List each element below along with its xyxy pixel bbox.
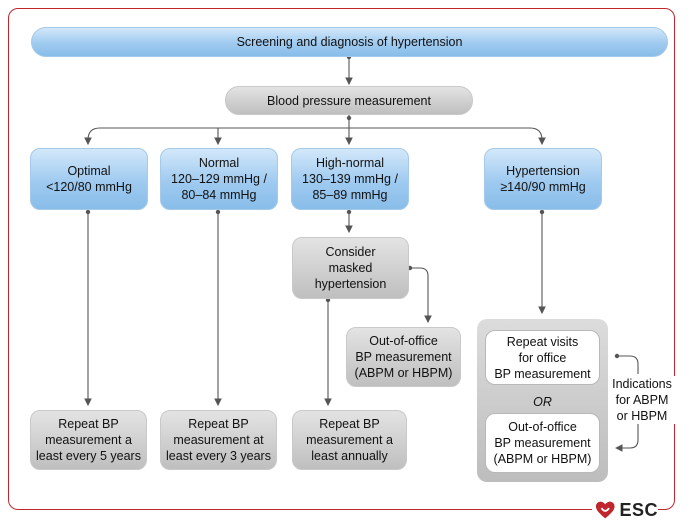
bp-measurement-label: Blood pressure measurement [267,93,431,108]
indications-label: Indications for ABPM or HBPM [608,376,676,424]
category-optimal: Optimal <120/80 mmHg [30,148,148,210]
bp-measurement-box: Blood pressure measurement [225,86,473,115]
category-normal: Normal 120–129 mmHg / 80–84 mmHg [160,148,278,210]
repeat-optimal-label: Repeat BP measurement a least every 5 ye… [36,417,141,463]
category-hypertension: Hypertension ≥140/90 mmHg [484,148,602,210]
repeat-normal-label: Repeat BP measurement at least every 3 y… [166,417,271,463]
repeat-visits-box: Repeat visits for office BP measurement [485,330,600,385]
repeat-optimal-box: Repeat BP measurement a least every 5 ye… [30,410,147,470]
heart-icon [595,501,615,519]
category-optimal-label: Optimal <120/80 mmHg [46,164,132,194]
diagram-frame [8,8,675,510]
esc-logo: ESC [592,498,658,522]
out-of-office-group-box: Out-of-office BP measurement (ABPM or HB… [485,413,600,473]
logo-text: ESC [619,499,658,520]
repeat-normal-box: Repeat BP measurement at least every 3 y… [160,410,277,470]
masked-hypertension-box: Consider masked hypertension [292,237,409,299]
repeat-high-normal-label: Repeat BP measurement a least annually [306,417,393,463]
masked-hypertension-label: Consider masked hypertension [314,245,387,291]
or-label: OR [533,395,552,409]
out-of-office-group-label: Out-of-office BP measurement (ABPM or HB… [493,420,592,466]
title-bar: Screening and diagnosis of hypertension [31,27,668,57]
category-normal-label: Normal 120–129 mmHg / 80–84 mmHg [171,156,267,202]
category-hypertension-label: Hypertension ≥140/90 mmHg [500,164,586,194]
repeat-high-normal-box: Repeat BP measurement a least annually [292,410,407,470]
title-text: Screening and diagnosis of hypertension [236,35,463,49]
out-of-office-label: Out-of-office BP measurement (ABPM or HB… [354,334,453,380]
out-of-office-box: Out-of-office BP measurement (ABPM or HB… [346,327,461,387]
category-high-normal: High-normal 130–139 mmHg / 85–89 mmHg [291,148,409,210]
category-high-normal-label: High-normal 130–139 mmHg / 85–89 mmHg [302,156,398,202]
repeat-visits-label: Repeat visits for office BP measurement [494,334,591,381]
